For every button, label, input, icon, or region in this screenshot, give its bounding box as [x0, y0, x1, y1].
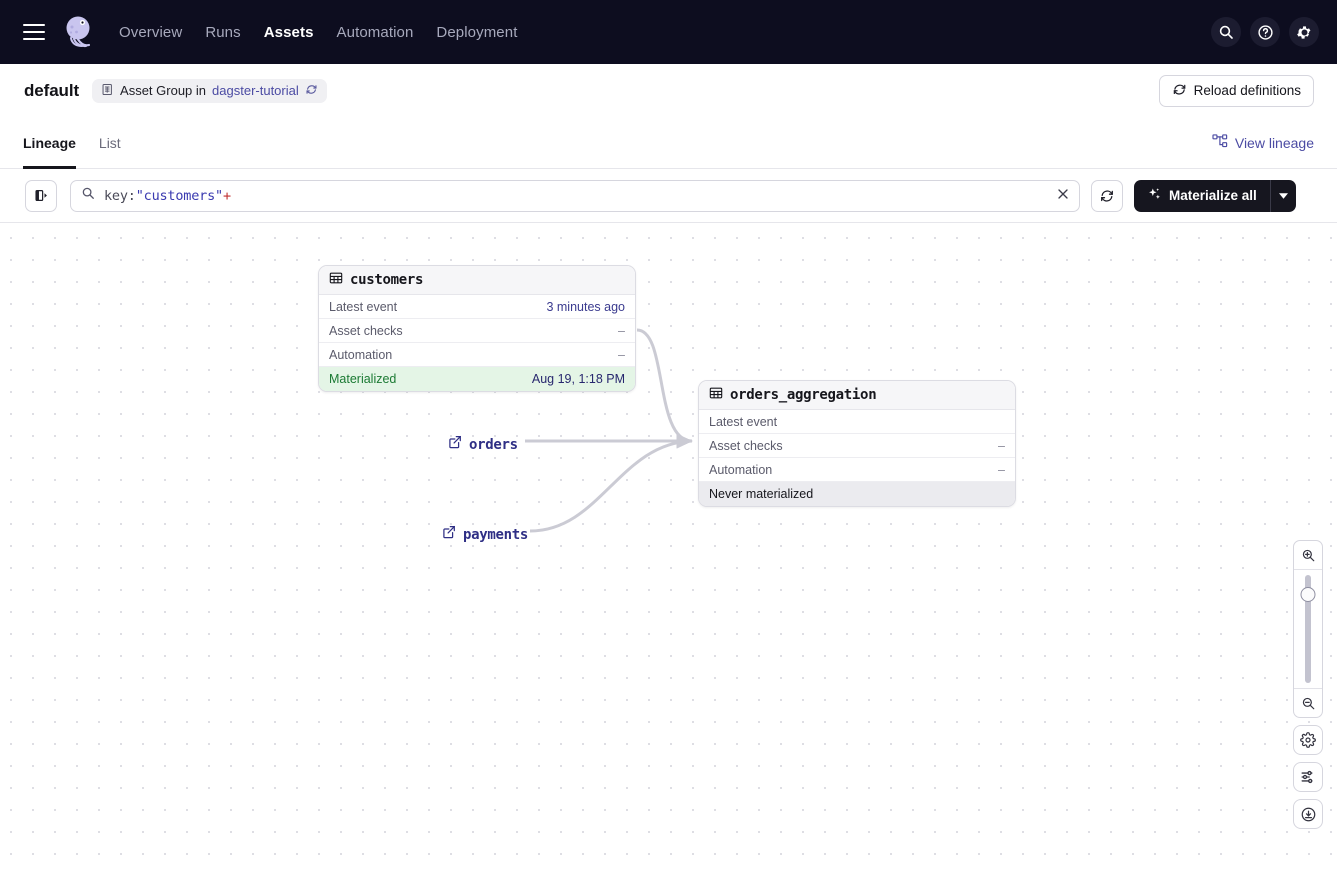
- nav-link-automation[interactable]: Automation: [336, 23, 414, 41]
- source-asset-label: payments: [463, 526, 529, 543]
- nav-link-deployment[interactable]: Deployment: [436, 23, 518, 41]
- asset-node-customers[interactable]: customers Latest event 3 minutes ago Ass…: [318, 265, 636, 392]
- asset-node-header: customers: [319, 266, 635, 295]
- asset-node-status-materialized[interactable]: Materialized Aug 19, 1:18 PM: [319, 367, 635, 391]
- divider: [1294, 569, 1322, 570]
- asset-node-row-latest-event: Latest event: [699, 410, 1015, 434]
- view-tabs-row: Lineage List View lineage: [0, 117, 1337, 169]
- chevron-down-icon[interactable]: [1269, 179, 1296, 212]
- help-circle-icon[interactable]: [1250, 17, 1280, 47]
- asset-node-status-never-materialized[interactable]: Never materialized: [699, 482, 1015, 506]
- expand-panel-icon[interactable]: [25, 179, 57, 212]
- asset-node-row-automation: Automation –: [699, 458, 1015, 482]
- view-lineage-link[interactable]: View lineage: [1212, 134, 1314, 151]
- reload-definitions-icon: [1172, 82, 1187, 100]
- reload-icon[interactable]: [305, 83, 318, 99]
- view-tabs: Lineage List: [23, 117, 121, 169]
- asset-node-row-automation: Automation –: [319, 343, 635, 367]
- primary-nav-links: Overview Runs Assets Automation Deployme…: [119, 24, 517, 41]
- zoom-slider-thumb[interactable]: [1300, 587, 1316, 602]
- row-value: –: [618, 347, 625, 362]
- asset-node-orders-aggregation[interactable]: orders_aggregation Latest event Asset ch…: [698, 380, 1016, 507]
- materialize-all-button[interactable]: Materialize all: [1134, 180, 1270, 212]
- page-header: default Asset Group in dagster-tutorial: [0, 64, 1337, 117]
- asset-group-code-location-link[interactable]: dagster-tutorial: [212, 83, 299, 98]
- asset-node-title: customers: [350, 272, 424, 288]
- materialize-all-button-group: Materialize all: [1134, 179, 1296, 212]
- graph-options-sliders-icon[interactable]: [1293, 762, 1323, 792]
- hamburger-icon[interactable]: [23, 24, 45, 40]
- page-title: default: [24, 80, 80, 100]
- tab-lineage[interactable]: Lineage: [23, 117, 76, 169]
- zoom-slider[interactable]: [1294, 570, 1322, 688]
- recenter-icon[interactable]: [1293, 799, 1323, 829]
- source-asset-payments[interactable]: payments: [442, 525, 528, 544]
- search-icon[interactable]: [1211, 17, 1241, 47]
- asset-group-badge-prefix: Asset Group in: [120, 83, 207, 98]
- status-label: Materialized: [329, 372, 397, 386]
- external-link-icon: [448, 435, 462, 454]
- graph-settings-gear-icon[interactable]: [1293, 725, 1323, 755]
- table-icon: [329, 271, 343, 290]
- tab-list[interactable]: List: [98, 134, 121, 151]
- zoom-in-icon[interactable]: [1294, 541, 1322, 569]
- zoom-slider-track: [1305, 575, 1311, 683]
- query-token-key: key:: [104, 187, 136, 204]
- table-icon: [709, 386, 723, 405]
- top-navigation-bar: Overview Runs Assets Automation Deployme…: [0, 0, 1337, 64]
- source-asset-orders[interactable]: orders: [448, 435, 518, 454]
- materialize-all-label: Materialize all: [1169, 188, 1257, 203]
- asset-node-title: orders_aggregation: [730, 387, 877, 403]
- sparkle-icon: [1147, 187, 1162, 205]
- zoom-controls-panel: [1293, 540, 1323, 829]
- search-icon: [81, 186, 95, 205]
- reload-definitions-button[interactable]: Reload definitions: [1158, 74, 1314, 107]
- row-value: –: [998, 438, 1005, 453]
- reload-definitions-label: Reload definitions: [1193, 83, 1301, 98]
- view-lineage-label: View lineage: [1234, 134, 1314, 151]
- gear-icon[interactable]: [1289, 17, 1319, 47]
- nav-link-assets[interactable]: Assets: [263, 23, 314, 41]
- query-token-value: "customers": [135, 187, 223, 204]
- row-value: –: [618, 323, 625, 338]
- close-icon[interactable]: [1057, 188, 1069, 203]
- asset-node-row-latest-event: Latest event 3 minutes ago: [319, 295, 635, 319]
- row-label: Automation: [709, 462, 773, 477]
- query-token-operator: +: [222, 187, 231, 204]
- status-label: Never materialized: [709, 487, 814, 501]
- asset-group-icon: [101, 83, 114, 99]
- status-timestamp: Aug 19, 1:18 PM: [531, 372, 625, 386]
- nav-link-runs[interactable]: Runs: [205, 23, 241, 41]
- asset-node-header: orders_aggregation: [699, 381, 1015, 410]
- lineage-edges: [525, 328, 693, 533]
- nav-actions: [1211, 0, 1319, 64]
- search-query-text: key:"customers"+: [104, 188, 231, 204]
- nav-link-overview[interactable]: Overview: [119, 23, 183, 41]
- row-value: –: [998, 462, 1005, 477]
- row-label: Latest event: [709, 414, 778, 429]
- lineage-graph-icon: [1212, 134, 1228, 151]
- zoom-slider-stack: [1293, 540, 1323, 718]
- external-link-icon: [442, 525, 456, 544]
- edge-payments-to-orders-aggregation: [529, 434, 693, 533]
- asset-node-row-asset-checks: Asset checks –: [319, 319, 635, 343]
- asset-group-badge[interactable]: Asset Group in dagster-tutorial: [92, 78, 327, 103]
- zoom-out-icon[interactable]: [1294, 689, 1322, 717]
- edge-customers-to-orders-aggregation: [636, 328, 693, 449]
- asset-node-row-asset-checks: Asset checks –: [699, 434, 1015, 458]
- row-label: Asset checks: [709, 438, 783, 453]
- refresh-icon[interactable]: [1091, 179, 1123, 212]
- row-label: Latest event: [329, 299, 398, 314]
- source-asset-label: orders: [469, 436, 518, 453]
- asset-graph-search-input[interactable]: key:"customers"+: [70, 179, 1080, 212]
- dagster-logo[interactable]: [59, 13, 97, 51]
- row-label: Asset checks: [329, 323, 403, 338]
- row-label: Automation: [329, 347, 393, 362]
- row-value[interactable]: 3 minutes ago: [546, 299, 625, 314]
- graph-toolbar: key:"customers"+: [0, 169, 1337, 223]
- divider: [1294, 688, 1322, 689]
- asset-lineage-canvas[interactable]: customers Latest event 3 minutes ago Ass…: [0, 223, 1337, 873]
